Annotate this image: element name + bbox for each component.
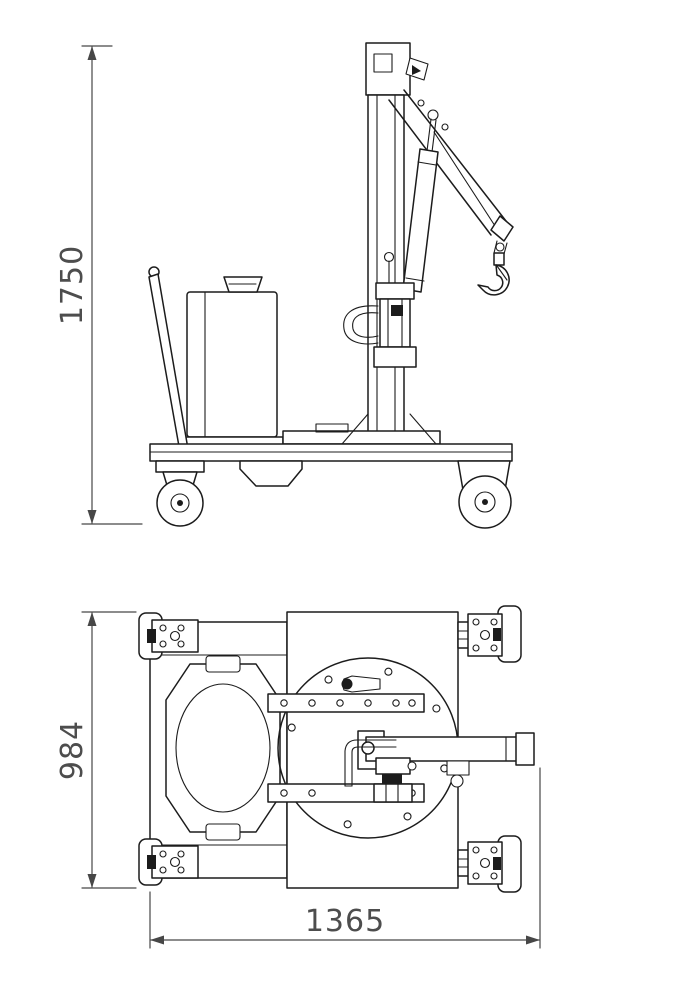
arrowhead-up-icon: [87, 612, 97, 626]
boom-plan: [357, 730, 535, 770]
dim-width-label: 1365: [305, 904, 385, 939]
safety-latch: [496, 265, 508, 281]
dim-depth-label: 984: [55, 720, 90, 780]
boom-pivot: [361, 741, 375, 755]
front-caster-wheel: [155, 460, 205, 527]
side-elevation-view: 1750: [55, 42, 514, 529]
battery-compartment-plan: [165, 655, 281, 841]
dim-height-label: 1750: [55, 245, 90, 325]
lift-cylinder: [402, 118, 439, 293]
battery-ellipse: [175, 683, 271, 813]
caster-plate: [151, 845, 199, 879]
caster-bottom-left: [138, 838, 199, 886]
dimension-overall-height: 1750: [55, 45, 143, 525]
warning-sticker: [405, 57, 429, 81]
boom-end-cap: [490, 215, 514, 242]
pump-handle-tube: [344, 739, 397, 787]
rear-wheel: [457, 460, 512, 529]
dimension-overall-width: 1365: [149, 767, 541, 949]
caster-top-left: [138, 612, 199, 660]
pump-handle-socket: [343, 305, 379, 345]
caster-top-right: [467, 605, 522, 663]
hook-plan: [446, 760, 470, 788]
pump-assembly: [343, 251, 417, 368]
battery-octagon: [165, 663, 281, 833]
boom-end-fitting: [515, 732, 535, 766]
arrowhead-up-icon: [87, 46, 97, 60]
cylinder-pin-hole: [427, 109, 439, 121]
arrowhead-right-icon: [526, 935, 540, 945]
crossmember-upper: [267, 693, 425, 713]
caster-plate: [151, 619, 199, 653]
arrowhead-left-icon: [150, 935, 164, 945]
hook-bowl: [477, 264, 510, 296]
tiller-knob-plan: [341, 678, 353, 690]
arrowhead-down-icon: [87, 510, 97, 524]
plan-view: 984: [55, 605, 541, 949]
release-knob: [383, 251, 395, 263]
hook: [477, 240, 510, 296]
mast: [365, 42, 411, 444]
chassis: [149, 413, 513, 487]
boom: [388, 89, 514, 242]
caster-bottom-right: [467, 835, 522, 893]
pump-plan: [344, 739, 417, 803]
arrowhead-down-icon: [87, 874, 97, 888]
battery-box: [181, 276, 284, 449]
dimension-overall-depth: 984: [55, 611, 137, 889]
tiller-plan: [341, 675, 381, 693]
